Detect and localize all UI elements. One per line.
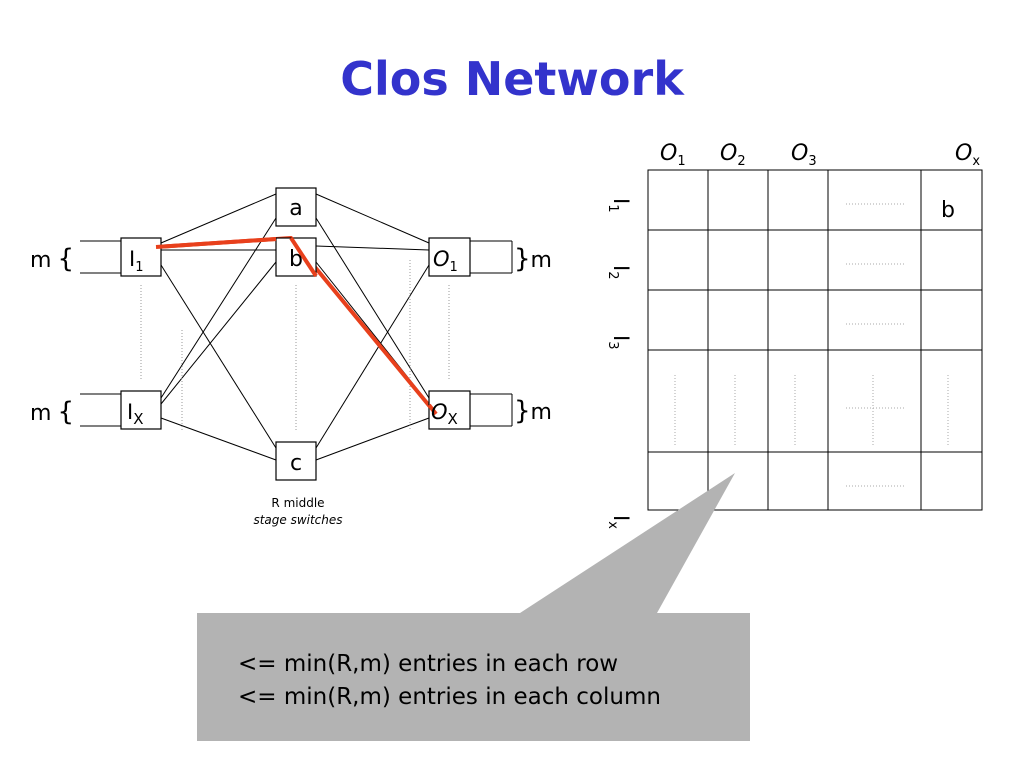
matrix-row-header-2: I2 — [605, 265, 633, 279]
input-switch-1-box — [120, 237, 162, 277]
input-switch-1-label: I1 — [129, 247, 143, 275]
matrix-row-header-x: Ix — [605, 515, 633, 529]
callout-line-1: <= min(R,m) entries in each row — [238, 651, 619, 677]
output-group-1-m-label: }m — [514, 244, 552, 274]
middle-switch-a-label: a — [289, 196, 302, 221]
matrix-col-header-2: O2 — [720, 141, 746, 169]
input-switch-x-box — [120, 390, 162, 430]
output-switch-x-box — [428, 390, 471, 430]
middle-switch-a-box — [275, 187, 317, 227]
middle-stage-caption-line2: stage switches — [253, 513, 342, 527]
callout-line-2: <= min(R,m) entries in each column — [238, 684, 661, 710]
input-switch-x-label: IX — [127, 400, 143, 428]
middle-switch-b-label: b — [289, 247, 303, 272]
slide-title: Clos Network — [340, 52, 684, 106]
middle-stage-caption-line1: R middle — [271, 496, 324, 510]
matrix-col-header-3: O3 — [791, 141, 817, 169]
matrix-cell-entry-b: b — [941, 198, 955, 223]
output-switch-x-label: OX — [431, 400, 458, 428]
matrix-ellipsis-marks — [674, 203, 949, 487]
input-group-1-m-label: m{ — [30, 244, 74, 274]
matrix-col-header-x: Ox — [955, 141, 980, 169]
callout-text: <= min(R,m) entries in each row <= min(R… — [238, 648, 661, 714]
middle-switch-b-box — [275, 237, 317, 277]
ellipsis-lines — [140, 260, 450, 430]
matrix-col-header-1: O1 — [660, 141, 686, 169]
matrix-row-header-1: I1 — [605, 198, 633, 212]
output-switch-1-box — [428, 237, 471, 277]
middle-switch-c-label: c — [290, 451, 302, 476]
matrix-row-header-3: I3 — [605, 335, 633, 349]
input-group-x-m-label: m{ — [30, 397, 74, 427]
output-group-x-m-label: }m — [514, 396, 552, 426]
output-switch-1-label: O1 — [433, 247, 458, 275]
callout-box — [197, 473, 750, 741]
middle-switch-c-box — [275, 441, 317, 481]
connection-matrix — [647, 169, 983, 511]
